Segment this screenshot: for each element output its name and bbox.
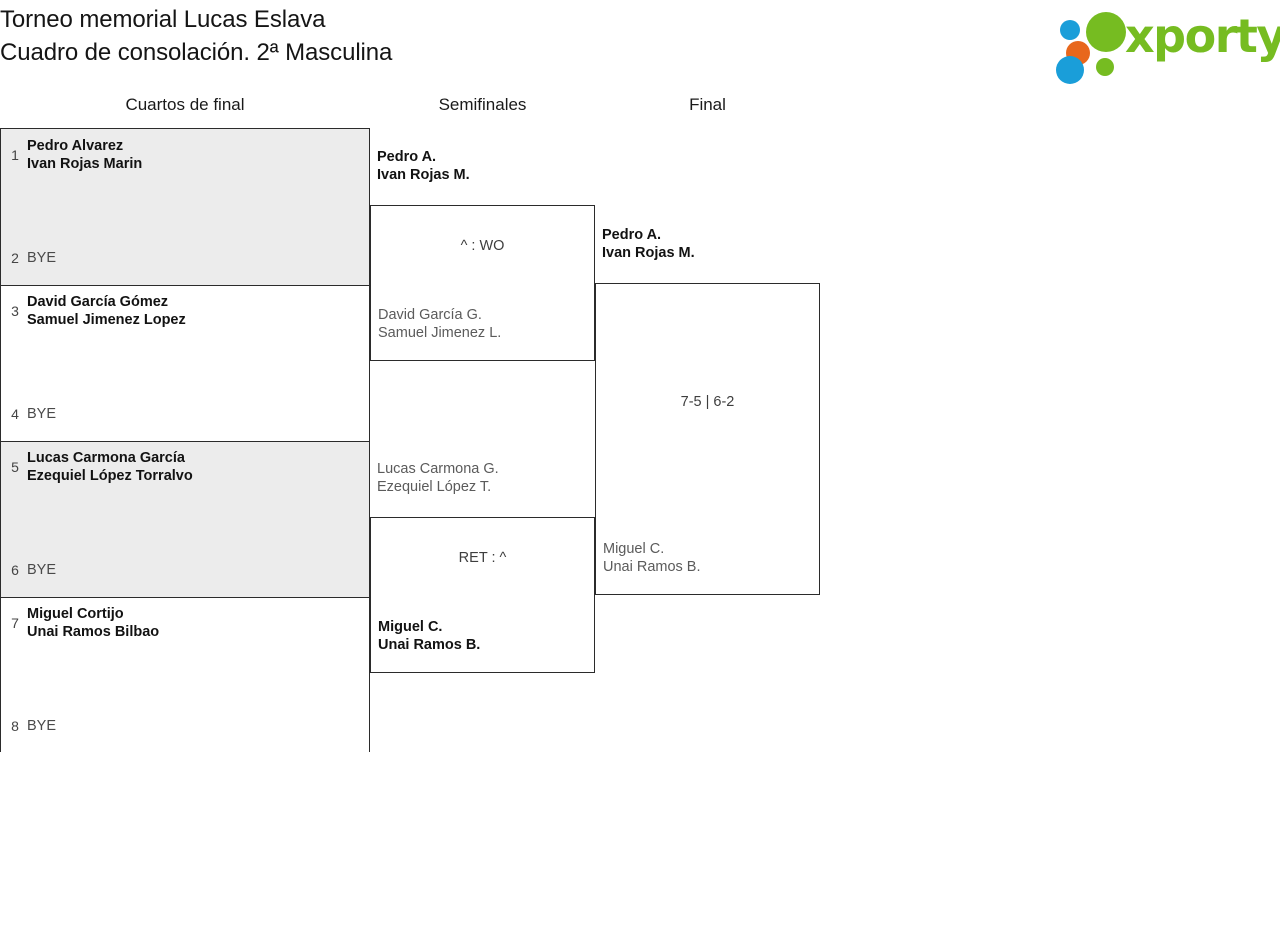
sf2-team-bottom: Miguel C. Unai Ramos B. <box>378 619 481 653</box>
sf2-score: RET : ^ <box>458 550 507 566</box>
tournament-name: Torneo memorial Lucas Eslava <box>0 6 326 33</box>
round-header-quarterfinals: Cuartos de final <box>125 95 245 114</box>
final-team-bottom: Miguel C. Unai Ramos B. <box>603 541 701 575</box>
qf-team-bottom: BYE <box>27 406 57 422</box>
seed-number: 8 <box>11 718 19 734</box>
final-match[interactable]: 7-5 | 6-2 Miguel C. Unai Ramos B. <box>595 283 820 595</box>
qf-team-top: Pedro Alvarez Ivan Rojas Marin <box>27 138 143 172</box>
page-header: Torneo memorial Lucas Eslava Cuadro de c… <box>0 0 1280 84</box>
sf2-team-top: Lucas Carmona G. Ezequiel López T. <box>377 461 499 495</box>
qf-match-2[interactable]: 3 David García Gómez Samuel Jimenez Lope… <box>1 285 369 441</box>
final-team-top: Pedro A. Ivan Rojas M. <box>602 227 695 261</box>
sf1-score: ^ : WO <box>460 238 505 254</box>
seed-number: 4 <box>11 406 19 422</box>
round-header-row: Cuartos de final Semifinales Final <box>0 95 1280 121</box>
seed-number: 7 <box>11 615 19 631</box>
qf-team-bottom: BYE <box>27 250 57 266</box>
qf-team-bottom: BYE <box>27 562 57 578</box>
round-header-final: Final <box>689 95 726 114</box>
xporty-logo[interactable]: xporty <box>1052 6 1280 84</box>
qf-match-3[interactable]: 5 Lucas Carmona García Ezequiel López To… <box>1 441 369 597</box>
qf-match-4[interactable]: 7 Miguel Cortijo Unai Ramos Bilbao 8 BYE <box>1 597 369 753</box>
qf-team-top: Miguel Cortijo Unai Ramos Bilbao <box>27 606 160 640</box>
seed-number: 6 <box>11 562 19 578</box>
bracket-canvas: 1 Pedro Alvarez Ivan Rojas Marin 2 BYE 3… <box>0 128 900 753</box>
seed-number: 3 <box>11 303 19 319</box>
logo-dot-green-small <box>1096 58 1114 76</box>
seed-number: 1 <box>11 147 19 163</box>
qf-match-1[interactable]: 1 Pedro Alvarez Ivan Rojas Marin 2 BYE <box>1 129 369 285</box>
qf-team-bottom: BYE <box>27 718 57 734</box>
round-quarterfinals: 1 Pedro Alvarez Ivan Rojas Marin 2 BYE 3… <box>0 128 370 753</box>
sf-match-1[interactable]: ^ : WO David García G. Samuel Jimenez L. <box>370 205 595 361</box>
sf1-team-bottom: David García G. Samuel Jimenez L. <box>378 307 502 341</box>
sf1-team-top: Pedro A. Ivan Rojas M. <box>377 149 470 183</box>
seed-number: 2 <box>11 250 19 266</box>
logo-dot-blue-bottom <box>1056 56 1084 84</box>
logo-wordmark: xporty <box>1125 9 1280 63</box>
qf-team-top: David García Gómez Samuel Jimenez Lopez <box>27 294 186 328</box>
draw-subtitle: Cuadro de consolación. 2ª Masculina <box>0 39 393 66</box>
seed-number: 5 <box>11 459 19 475</box>
logo-dot-green-large <box>1086 12 1126 52</box>
round-header-semifinals: Semifinales <box>438 95 527 114</box>
final-score: 7-5 | 6-2 <box>680 394 735 410</box>
page-title: Torneo memorial Lucas Eslava Cuadro de c… <box>0 3 392 69</box>
qf-team-top: Lucas Carmona García Ezequiel López Torr… <box>27 450 193 484</box>
sf-match-2[interactable]: RET : ^ Miguel C. Unai Ramos B. <box>370 517 595 673</box>
logo-dot-blue-top <box>1060 20 1080 40</box>
